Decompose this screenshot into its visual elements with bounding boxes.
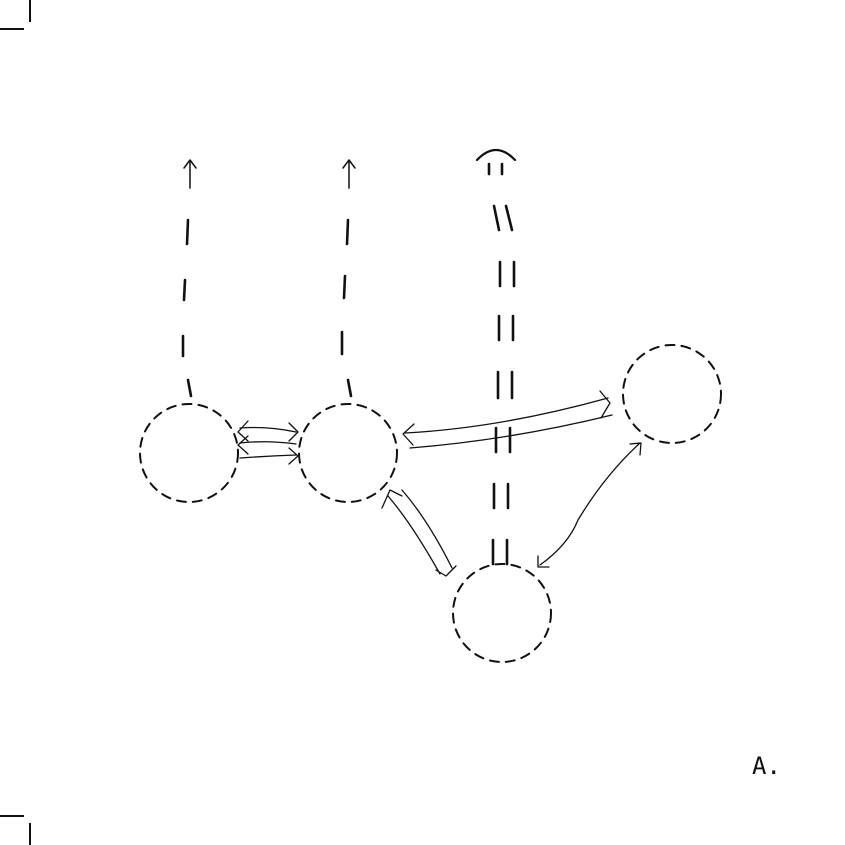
crop-mark-bottom-left-vertical [29,823,31,845]
edge-node4-node3 [537,442,642,568]
exit-edge-node-4 [487,162,516,566]
node-4 [452,563,552,663]
edge-node1-node2 [237,420,299,465]
node-1 [139,403,239,503]
double-arrow-up-icon [475,148,517,162]
crop-mark-bottom-left-horizontal [0,815,24,817]
figure-label: A. [752,752,781,780]
exit-edge-node-1 [181,218,193,398]
crop-mark-top-left-horizontal [0,28,24,30]
edge-node2-node4 [381,489,457,577]
arrow-up-icon [183,159,197,189]
node-2 [298,403,398,503]
node-3 [622,344,722,444]
crop-mark-top-left-vertical [29,0,31,22]
edge-node2-node3 [402,390,613,449]
arrow-up-icon [342,159,356,189]
exit-edge-node-2 [340,218,353,398]
